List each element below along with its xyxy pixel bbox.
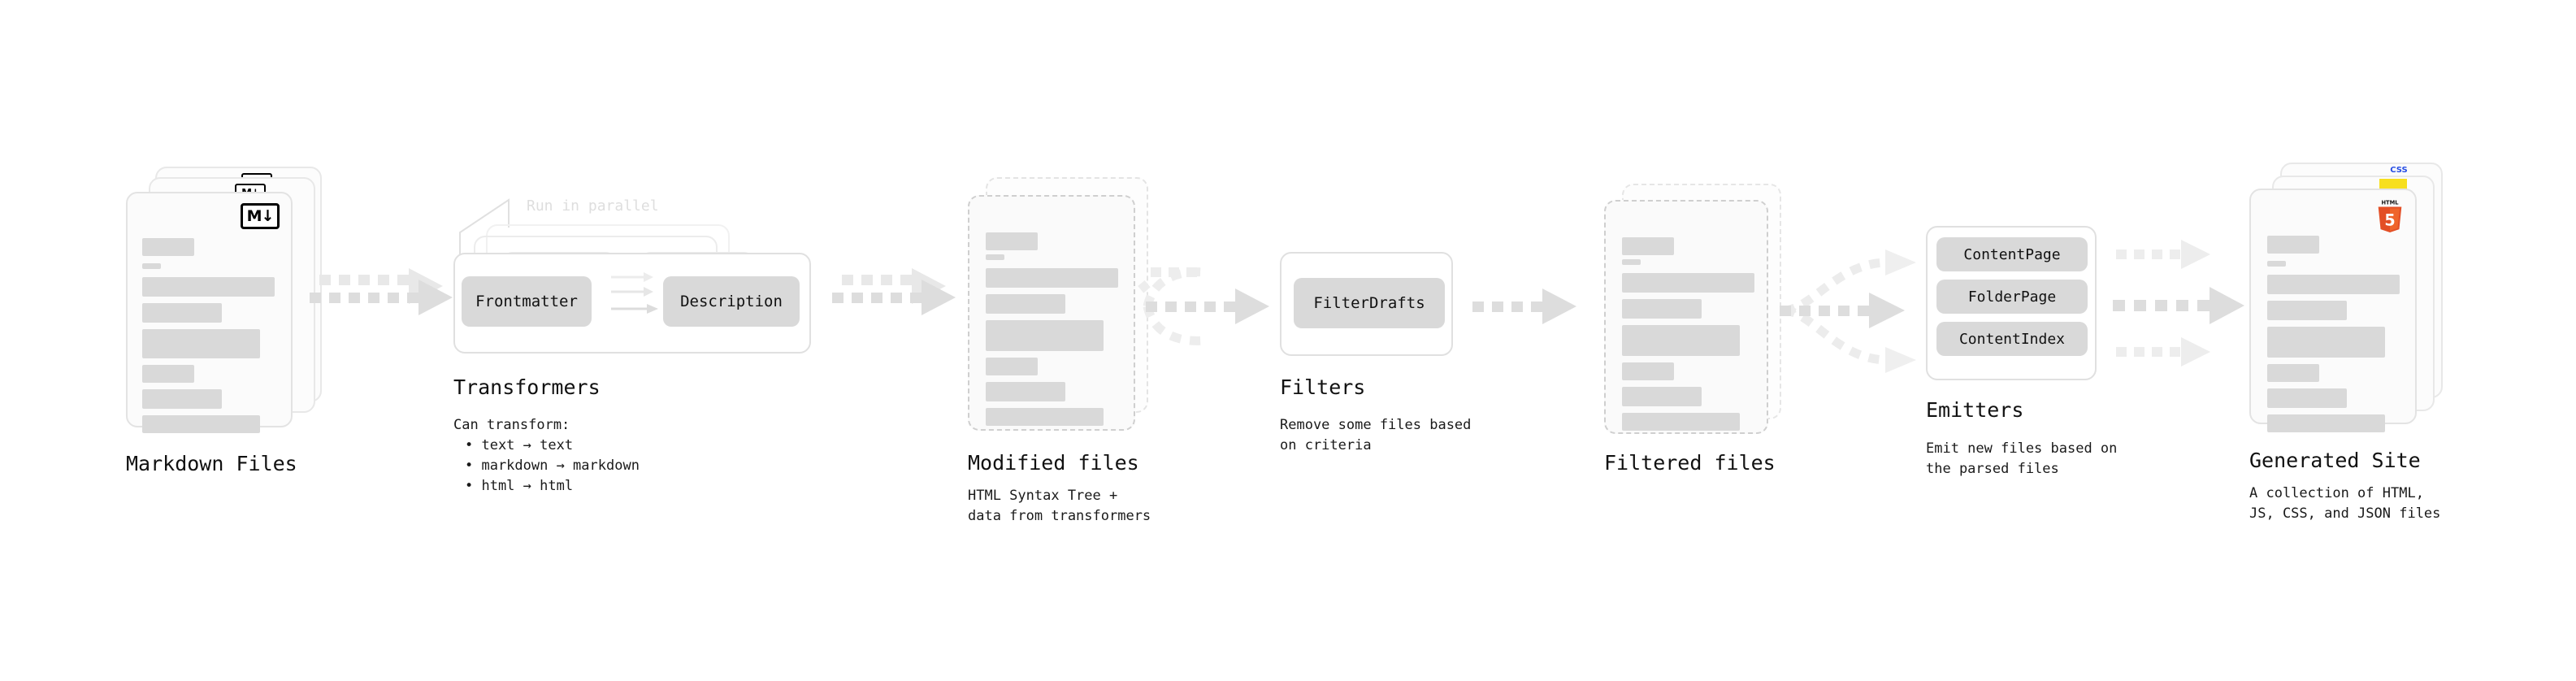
markdown-badge: M↓ bbox=[241, 203, 280, 229]
skeleton-bar bbox=[2267, 261, 2286, 267]
transformer-bullet-0: • text → text bbox=[465, 437, 574, 453]
markdown-card-front: M↓ bbox=[126, 192, 293, 433]
skeleton-bar bbox=[1622, 387, 1702, 406]
skeleton-bar bbox=[142, 303, 222, 323]
skeleton-bar bbox=[2267, 364, 2319, 382]
skeleton-bar bbox=[2267, 301, 2347, 320]
skeleton-bar bbox=[2267, 414, 2385, 432]
arrow-markdown-to-transformers bbox=[310, 268, 453, 315]
skeleton-bar bbox=[986, 320, 1104, 351]
stage-title-emitters: Emitters bbox=[1926, 398, 2024, 422]
skeleton-bar bbox=[1622, 273, 1754, 293]
skeleton-bar bbox=[142, 415, 260, 433]
emitter-pill-contentpage[interactable]: ContentPage bbox=[1936, 237, 2088, 271]
filter-pill-filterdrafts[interactable]: FilterDrafts bbox=[1294, 278, 1445, 328]
stage-title-filters: Filters bbox=[1280, 375, 1366, 399]
stage-title-modified-files: Modified files bbox=[968, 451, 1139, 475]
skeleton-bar bbox=[1622, 362, 1674, 380]
parallel-label: Run in parallel bbox=[527, 197, 659, 215]
skeleton-bar bbox=[986, 358, 1038, 375]
transformer-inner-arrows bbox=[611, 272, 658, 314]
stage-desc-emitters: Emit new files based on the parsed files bbox=[1926, 440, 2118, 477]
arrow-filters-to-filtered bbox=[1472, 288, 1576, 324]
skeleton-bar bbox=[986, 408, 1104, 426]
skeleton-bar bbox=[2267, 327, 2385, 358]
site-card-front: HTML 5 bbox=[2249, 189, 2417, 432]
skeleton-bar bbox=[142, 365, 194, 383]
skeleton-bar bbox=[1622, 325, 1740, 356]
transformer-pill-frontmatter[interactable]: Frontmatter bbox=[462, 276, 592, 327]
skeleton-bar bbox=[2267, 275, 2400, 294]
transformer-bullet-1: • markdown → markdown bbox=[465, 458, 640, 474]
transformer-pill-description[interactable]: Description bbox=[663, 276, 800, 327]
transformer-bullet-2: • html → html bbox=[465, 478, 574, 494]
emitter-pill-contentindex[interactable]: ContentIndex bbox=[1936, 322, 2088, 356]
skeleton-bar bbox=[1622, 413, 1740, 431]
skeleton-bar bbox=[142, 238, 194, 256]
skeleton-bar bbox=[142, 263, 161, 269]
skeleton-bar bbox=[142, 389, 222, 409]
stage-title-markdown-files: Markdown Files bbox=[126, 452, 297, 475]
skeleton-bar bbox=[1622, 299, 1702, 319]
emitter-pill-folderpage[interactable]: FolderPage bbox=[1936, 280, 2088, 314]
stage-title-transformers: Transformers bbox=[453, 375, 601, 399]
svg-text:5: 5 bbox=[2384, 210, 2395, 229]
html5-icon: HTML 5 bbox=[2378, 200, 2402, 232]
arrow-transformers-to-modified bbox=[832, 268, 956, 315]
modified-card-front bbox=[968, 195, 1135, 431]
stage-title-generated-site: Generated Site bbox=[2249, 449, 2421, 472]
skeleton-bar bbox=[986, 232, 1038, 250]
skeleton-bar bbox=[986, 382, 1065, 401]
arrow-filtered-to-emitters bbox=[1780, 249, 1916, 373]
skeleton-bar bbox=[986, 254, 1004, 260]
skeleton-bar bbox=[1622, 237, 1674, 255]
stage-title-filtered-files: Filtered files bbox=[1604, 451, 1776, 475]
stage-desc-filters: Remove some files based on criteria bbox=[1280, 417, 1472, 453]
skeleton-bar bbox=[1622, 259, 1641, 265]
stage-desc-generated-site: A collection of HTML, JS, CSS, and JSON … bbox=[2249, 485, 2441, 522]
filtered-card-front bbox=[1604, 200, 1768, 434]
skeleton-bar bbox=[142, 277, 275, 297]
arrow-emitters-to-site bbox=[2113, 240, 2244, 367]
stage-desc-modified-files: HTML Syntax Tree + data from transformer… bbox=[968, 488, 1151, 524]
svg-text:HTML: HTML bbox=[2381, 200, 2399, 206]
skeleton-bar bbox=[2267, 236, 2319, 254]
stage-desc-transformers: Can transform: bbox=[453, 417, 570, 433]
skeleton-bar bbox=[2267, 388, 2347, 408]
arrow-modified-to-filters bbox=[1138, 267, 1269, 345]
skeleton-bar bbox=[986, 268, 1118, 288]
skeleton-bar bbox=[986, 294, 1065, 314]
parallel-bracket bbox=[459, 198, 510, 263]
skeleton-bar bbox=[142, 329, 260, 358]
